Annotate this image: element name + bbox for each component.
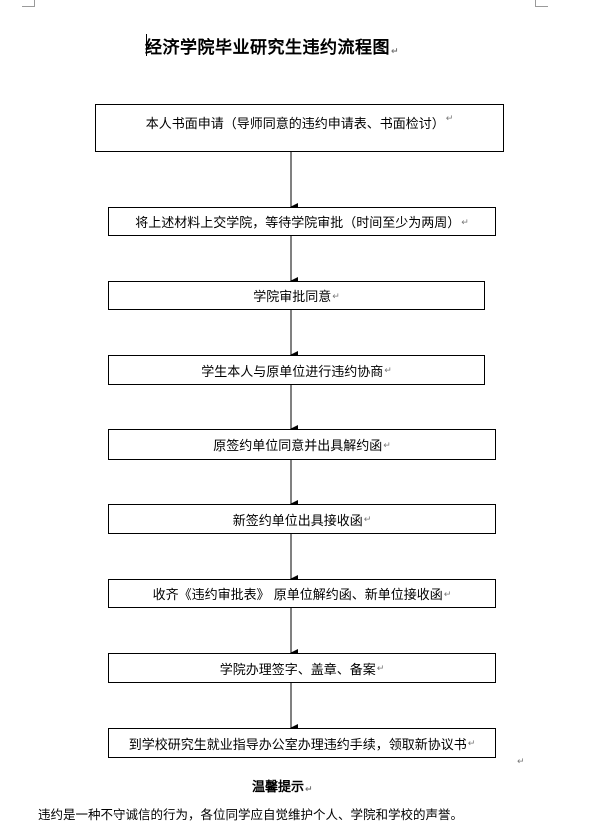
paragraph-mark-icon: ↵ — [445, 114, 454, 124]
tips-text: 违约是一种不守诚信的行为，各位同学应自觉维护个人、学院和学校的声誉。 — [38, 807, 464, 822]
paragraph-mark-icon: ↵ — [391, 47, 400, 57]
paragraph-mark-icon: ↵ — [305, 785, 313, 795]
flow-step-2: 将上述材料上交学院，等待学院审批（时间至少为两周）↵ — [108, 207, 496, 236]
paragraph-mark-icon: ↵ — [384, 366, 392, 376]
flow-step-5: 原签约单位同意并出具解约函↵ — [108, 429, 496, 460]
flow-step-6: 新签约单位出具接收函↵ — [108, 504, 496, 534]
flow-step-7: 收齐《违约审批表》 原单位解约函、新单位接收函↵ — [108, 579, 496, 608]
flow-step-4: 学生本人与原单位进行违约协商↵ — [108, 355, 485, 385]
flow-step-5-text: 原签约单位同意并出具解约函 — [213, 439, 383, 454]
paragraph-mark-icon: ↵ — [383, 440, 391, 451]
flow-step-1: 本人书面申请（导师同意的违约申请表、书面检讨）↵ — [95, 104, 504, 152]
tips-heading: 温馨提示↵ — [252, 776, 313, 795]
flow-step-4-text: 学生本人与原单位进行违约协商 — [201, 364, 384, 380]
flow-step-9-text: 到学校研究生就业指导办公室办理违约手续，领取新协议书 — [128, 737, 467, 753]
flow-step-1-text: 本人书面申请（导师同意的违约申请表、书面检讨） — [145, 117, 445, 132]
paragraph-mark-icon: ↵ — [376, 664, 385, 674]
page-corner-mark-right — [535, 0, 548, 7]
flow-step-8: 学院办理签字、盖章、备案↵ — [108, 653, 496, 683]
flow-step-7-text: 收齐《违约审批表》 原单位解约函、新单位接收函 — [152, 588, 443, 603]
paragraph-mark-icon: ↵ — [443, 589, 452, 600]
paragraph-mark-icon: ↵ — [467, 739, 476, 749]
paragraph-mark-icon: ↵ — [332, 291, 340, 302]
flow-step-3: 学院审批同意↵ — [108, 281, 485, 310]
page-corner-mark-left — [22, 0, 35, 7]
paragraph-mark-icon: ↵ — [517, 757, 525, 767]
text-cursor — [146, 34, 147, 56]
paragraph-mark-icon: ↵ — [363, 515, 372, 525]
page-title: 经济学院毕业研究生违约流程图↵ — [145, 33, 445, 58]
flow-step-2-text: 将上述材料上交学院，等待学院审批（时间至少为两周） — [135, 216, 461, 231]
page-title-text: 经济学院毕业研究生违约流程图 — [145, 38, 390, 58]
tips-heading-text: 温馨提示 — [252, 780, 305, 795]
flow-step-9: 到学校研究生就业指导办公室办理违约手续，领取新协议书↵ — [108, 728, 496, 758]
flow-step-3-text: 学院审批同意 — [253, 290, 332, 305]
flow-step-6-text: 新签约单位出具接收函 — [232, 513, 363, 529]
paragraph-mark-icon: ↵ — [461, 217, 469, 228]
flow-step-8-text: 学院办理签字、盖章、备案 — [219, 662, 376, 678]
